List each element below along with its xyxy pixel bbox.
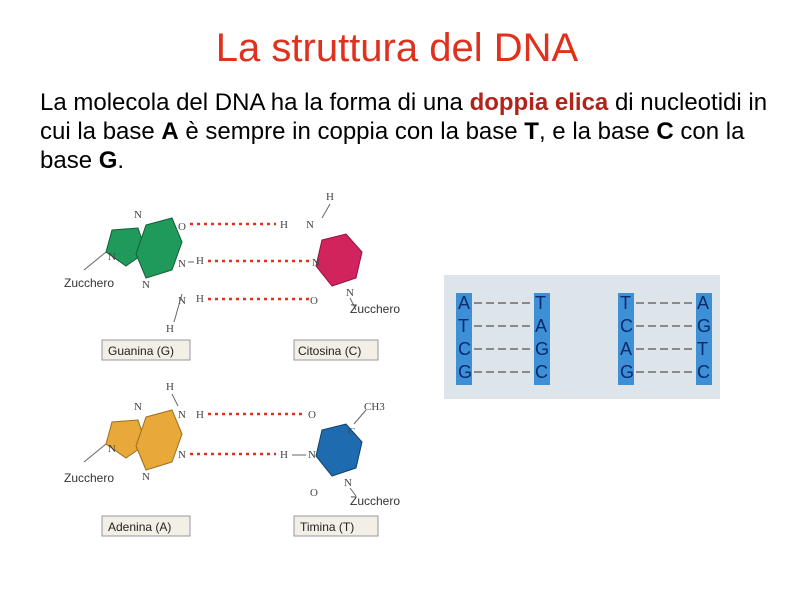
ladder-1-right-base: C (535, 362, 548, 382)
intro-text-6: . (117, 147, 125, 174)
a-atom-n7: N (134, 401, 142, 413)
ladder-2-right-base: G (697, 316, 711, 336)
c-atom-n4: N (306, 219, 314, 231)
a-atom-n9: N (108, 443, 116, 455)
at-atom-h2: H (280, 449, 288, 461)
guanine-five-ring (105, 227, 147, 267)
ladder-1-right-base: G (535, 339, 549, 359)
guanine-six-ring (135, 217, 183, 279)
guanine-caption-box (101, 339, 191, 361)
g-atom-n1: N (178, 258, 186, 270)
intro-text-2: di nucleotidi in cui la base (40, 89, 768, 145)
ladder-background (444, 275, 720, 399)
c-atom-h-top: H (326, 191, 334, 203)
ladder-2-left-base: C (620, 316, 633, 336)
g-bond-sugar (83, 251, 107, 271)
g-atom-n2: N (178, 295, 186, 307)
ladder-1-right-base: T (535, 293, 546, 313)
intro-text-1: La molecola del DNA ha la forma di una (40, 89, 470, 116)
thymine-caption: Timina (T) (300, 520, 354, 534)
ladder-1-right-base: A (535, 316, 547, 336)
t-atom-n3: N (308, 449, 316, 461)
a-atom-n3: N (142, 471, 150, 483)
a-sugar-label: Zucchero (64, 471, 114, 485)
at-atom-h1: H (196, 409, 204, 421)
ladder-2-left-base: T (620, 293, 631, 313)
ladder-2-strand-right (696, 293, 712, 385)
ladder-2-right-base: C (697, 362, 710, 382)
c-atom-o2: O (310, 295, 318, 307)
ladder-1-strand-left (456, 293, 472, 385)
intro-paragraph: La molecola del DNA ha la forma di una d… (40, 88, 780, 175)
g-atom-o6: O (178, 221, 186, 233)
g-atom-n3: N (142, 279, 150, 291)
intro-text-5: con la base (40, 118, 745, 174)
guanine-cytosine-pair: N N O N N N H Zucchero H H H H N N O N Z… (64, 191, 400, 361)
ladder-1-left-base: G (458, 362, 472, 382)
adenine-five-ring (105, 419, 147, 459)
a-bond-amino-h (171, 393, 179, 407)
ladder-1-left-base: C (458, 339, 471, 359)
g-sugar-label: Zucchero (64, 276, 114, 290)
gc-atom-h1: H (196, 255, 204, 267)
adenine-caption: Adenina (A) (108, 520, 171, 534)
a-atom-n1: N (178, 449, 186, 461)
ladder-2-right-base: A (697, 293, 709, 313)
adenine-caption-box (101, 515, 191, 537)
t-atom-c5: C (348, 426, 355, 438)
page-title: La struttura del DNA (215, 26, 579, 70)
gc-atom-h2: H (196, 293, 204, 305)
c-sugar-label: Zucchero (350, 302, 400, 316)
c-bond-sugar (349, 297, 357, 311)
t-atom-n1: N (344, 477, 352, 489)
intro-base-c: C (656, 118, 674, 145)
t-atom-o2: O (310, 487, 318, 499)
adenine-six-ring (135, 409, 183, 471)
intro-highlight: doppia elica (469, 89, 609, 116)
ladder-2-left-base: A (620, 339, 632, 359)
gc-atom-h3: H (280, 219, 288, 231)
ladder-1-left-base: T (458, 316, 469, 336)
intro-text-3: è sempre in coppia con la base (178, 118, 525, 145)
g-atom-n7: N (134, 209, 142, 221)
ladder-2-left-base: G (620, 362, 634, 382)
c-bond-h (321, 203, 331, 219)
c-atom-n1: N (346, 287, 354, 299)
ladder-1-strand-right (534, 293, 550, 385)
a-bond-sugar (83, 443, 107, 463)
t-sugar-label: Zucchero (350, 494, 400, 508)
a-atom-h-amino: H (166, 381, 174, 393)
thymine-ring (315, 423, 363, 477)
t-methyl-label: CH3 (364, 401, 385, 413)
cytosine-caption: Citosina (C) (298, 344, 361, 358)
intro-base-a: A (161, 118, 179, 145)
cytosine-ring (315, 233, 363, 287)
a-atom-n6: N (178, 409, 186, 421)
base-pairs-diagram: N N O N N N H Zucchero H H H H N N O N Z… (64, 191, 400, 537)
t-bond-sugar (349, 487, 357, 497)
adenine-thymine-pair: H N N N N N Zucchero H H O C CH3 N O N Z… (64, 381, 400, 537)
ladder-2-strand-left (618, 293, 634, 385)
c-atom-n3: N (312, 257, 320, 269)
g-atom-h-amino: H (166, 323, 174, 335)
ladder-1-left-base: A (458, 293, 470, 313)
t-bond-methyl (353, 409, 367, 425)
intro-base-t: T (524, 118, 539, 145)
intro-base-g: G (98, 147, 118, 174)
t-atom-o4: O (308, 409, 316, 421)
cytosine-caption-box (293, 339, 379, 361)
intro-text-4: , e la base (538, 118, 657, 145)
guanine-caption: Guanina (G) (108, 344, 174, 358)
g-atom-n9: N (108, 251, 116, 263)
g-bond-amino (173, 293, 183, 323)
thymine-caption-box (293, 515, 379, 537)
ladder-2-right-base: T (697, 339, 708, 359)
